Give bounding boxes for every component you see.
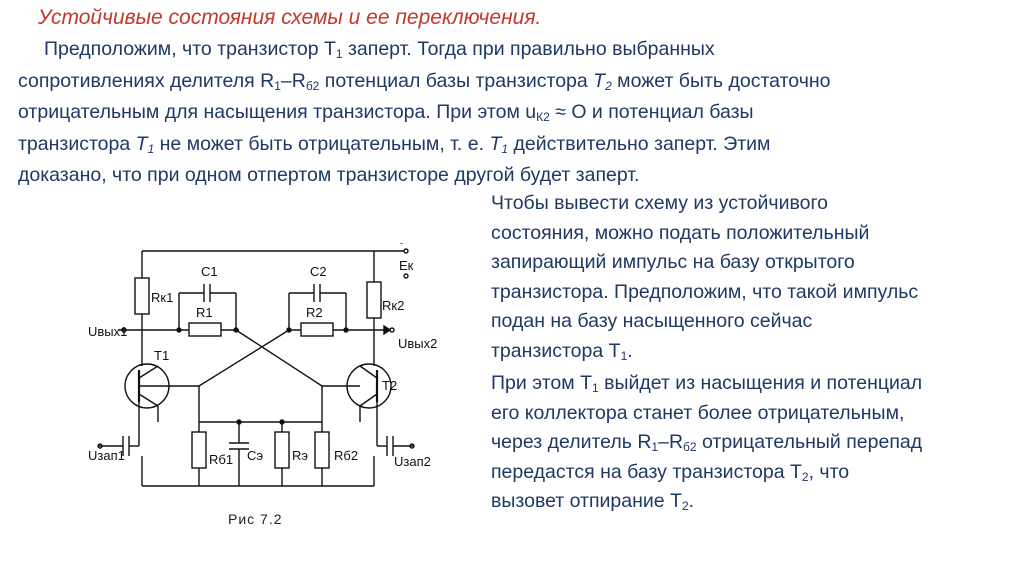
r1-label: R1 bbox=[196, 305, 213, 320]
ce-label: Cэ bbox=[247, 448, 263, 463]
re-label: Rэ bbox=[292, 448, 308, 463]
uvyx2-label: Uвых2 bbox=[398, 336, 437, 351]
multivibrator-circuit-diagram: - Ек Rк1 Rк2 C1 R1 C2 R2 T1 bbox=[88, 238, 437, 487]
intro-line-2: сопротивлениях делителя R1–Rб2 потенциал… bbox=[18, 69, 831, 93]
switching-description: Чтобы вывести схему из устойчивого состо… bbox=[491, 189, 1021, 517]
rk2-label: Rк2 bbox=[382, 298, 404, 313]
t1-collector-lead bbox=[138, 365, 159, 379]
rk2-resistor bbox=[366, 281, 382, 319]
figure-caption: Рис 7.2 bbox=[228, 511, 283, 527]
t1-emitter-lead bbox=[138, 393, 159, 407]
right-line-9: через делитель R1–Rб2 отрицательный пере… bbox=[491, 431, 923, 454]
intro-paragraph: Предположим, что транзистор Т1 заперт. Т… bbox=[18, 34, 1018, 192]
intro-line-3: отрицательным для насыщения транзистора.… bbox=[18, 101, 754, 124]
right-line-7: При этом Т1 выйдет из насыщения и потенц… bbox=[491, 372, 923, 395]
out1-terminal bbox=[121, 327, 127, 333]
right-line-6: транзистора Т1. bbox=[491, 339, 633, 363]
rb2-resistor bbox=[314, 431, 330, 469]
ek-label: Ек bbox=[399, 258, 414, 273]
t2-label: T2 bbox=[382, 378, 397, 393]
r2-label: R2 bbox=[306, 305, 323, 320]
right-line-10: передастся на базу транзистора Т2, что bbox=[491, 460, 850, 484]
re-resistor bbox=[274, 431, 290, 469]
supply-terminal bbox=[403, 248, 409, 254]
uzap2-label: Uзап2 bbox=[394, 454, 431, 469]
right-line-8: его коллектора станет более отрицательны… bbox=[491, 401, 905, 424]
t1-label: T1 bbox=[154, 348, 169, 363]
rb1-label: Rб1 bbox=[209, 452, 233, 467]
ground-terminal bbox=[403, 273, 409, 279]
uvyx1-label: Uвых1 bbox=[88, 324, 127, 339]
c2-node-right bbox=[343, 327, 349, 333]
c2-label: C2 bbox=[310, 264, 327, 279]
rk1-label: Rк1 bbox=[151, 290, 173, 305]
slide-title: Устойчивые состояния схемы и ее переключ… bbox=[38, 6, 542, 29]
intro-line-4: транзистора T1 не может быть отрицательн… bbox=[18, 132, 771, 156]
uzap2-terminal bbox=[409, 443, 415, 449]
right-line-1: Чтобы вывести схему из устойчивого bbox=[491, 192, 828, 214]
right-line-11: вызовет отпирание Т2. bbox=[491, 490, 695, 513]
c1-node bbox=[176, 327, 182, 333]
t2-collector-lead bbox=[359, 365, 378, 379]
c1-label: C1 bbox=[201, 264, 218, 279]
uzap1-label: Uзап1 bbox=[88, 448, 125, 463]
right-line-4: транзистора. Предположим, что такой импу… bbox=[491, 280, 919, 303]
t2-emitter-lead bbox=[359, 393, 378, 407]
intro-line-1: Предположим, что транзистор Т1 заперт. Т… bbox=[44, 38, 715, 61]
rk1-resistor bbox=[134, 277, 150, 315]
uzap1-terminal bbox=[97, 443, 103, 449]
r1-resistor bbox=[188, 322, 222, 337]
out2-terminal bbox=[389, 327, 395, 333]
supply-minus-label: - bbox=[400, 238, 403, 248]
r2-resistor bbox=[300, 322, 334, 337]
intro-line-5: доказано, что при одном отпертом транзис… bbox=[18, 164, 640, 186]
right-line-3: запирающий импульс на базу открытого bbox=[491, 251, 855, 273]
cross-wire-2 bbox=[198, 329, 290, 387]
rb1-resistor bbox=[191, 431, 207, 469]
out2-arrow-icon bbox=[383, 324, 392, 336]
cross-wire-1 bbox=[235, 329, 323, 387]
right-line-5: подан на базу насыщенного сейчас bbox=[491, 310, 813, 332]
rb2-label: Rб2 bbox=[334, 448, 358, 463]
right-line-2: состояния, можно подать положительный bbox=[491, 221, 870, 244]
